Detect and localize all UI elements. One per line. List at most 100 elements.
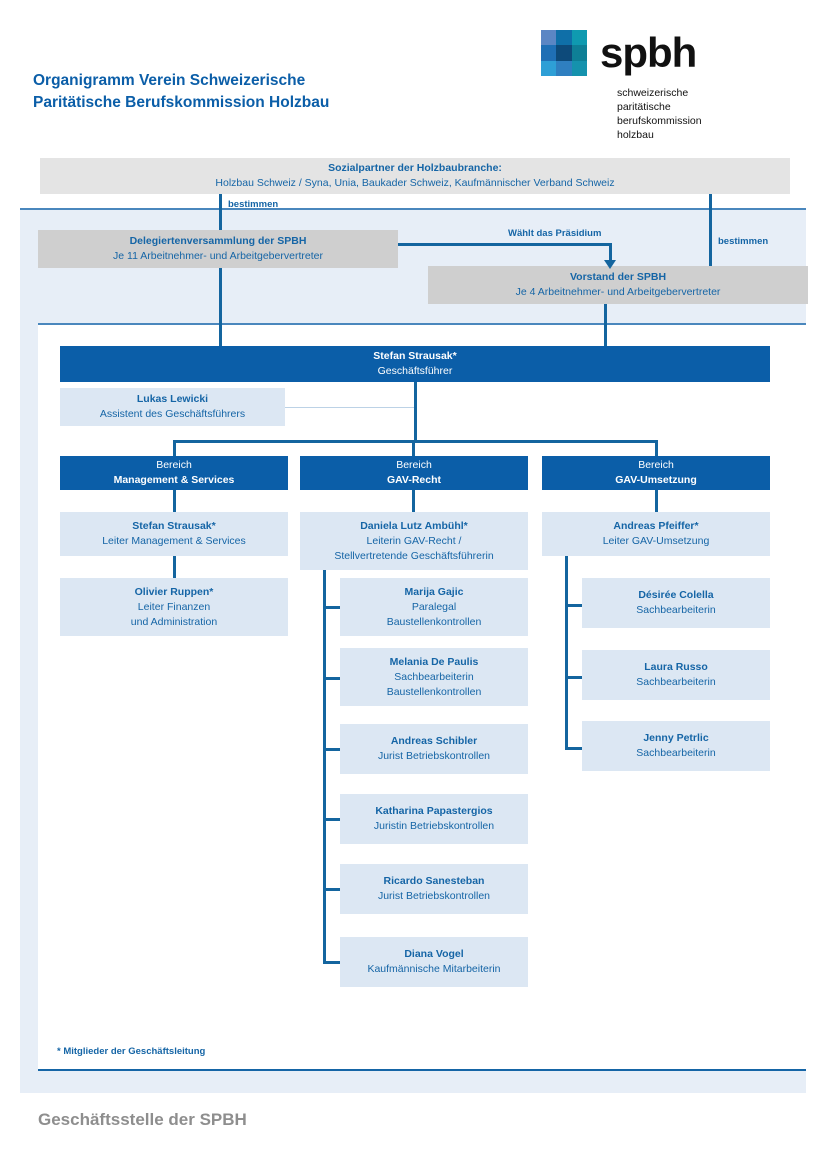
node-vorstand[interactable]: Vorstand der SPBH Je 4 Arbeitnehmer- und… <box>428 266 808 304</box>
node-leiter-management-services[interactable]: Stefan Strausak* Leiter Management & Ser… <box>60 512 288 556</box>
staff-2-2-role-1: Sachbearbeiterin <box>394 670 474 683</box>
node-assistent[interactable]: Lukas Lewicki Assistent des Geschäftsfüh… <box>60 388 285 426</box>
node-sozialpartner[interactable]: Sozialpartner der Holzbaubranche: Holzba… <box>40 158 790 194</box>
leiter-1-name: Stefan Strausak* <box>132 520 216 532</box>
node-melania-de-paulis[interactable]: Melania De Paulis Sachbearbeiterin Baust… <box>340 648 528 706</box>
edge-label-bestimmen-right: bestimmen <box>718 236 769 247</box>
bereich-1-label: Bereich <box>156 459 192 471</box>
bereich-2-label: Bereich <box>396 459 432 471</box>
connector-col2-stub-3 <box>323 748 341 751</box>
logo-cell-3 <box>571 30 587 46</box>
logo-grid-icon <box>541 30 587 76</box>
connector-col2-stub-6 <box>323 961 341 964</box>
node-andreas-schibler[interactable]: Andreas Schibler Jurist Betriebskontroll… <box>340 724 528 774</box>
node-delegiertenversammlung[interactable]: Delegiertenversammlung der SPBH Je 11 Ar… <box>38 230 398 268</box>
spbh-logo: spbh schweizerische paritätische berufsk… <box>541 30 791 142</box>
staff-1-1-name: Olivier Ruppen* <box>134 585 214 598</box>
vorstand-title: Vorstand der SPBH <box>569 271 667 283</box>
node-desiree-colella[interactable]: Désirée Colella Sachbearbeiterin <box>582 578 770 628</box>
staff-2-3-role-1: Jurist Betriebskontrollen <box>377 750 491 762</box>
node-bereich-management-services[interactable]: Bereich Management & Services <box>60 456 288 490</box>
sozialpartner-title: Sozialpartner der Holzbaubranche: <box>328 162 502 174</box>
node-jenny-petrlic[interactable]: Jenny Petrlic Sachbearbeiterin <box>582 721 770 771</box>
node-laura-russo[interactable]: Laura Russo Sachbearbeiterin <box>582 650 770 700</box>
connector-vorstand-down <box>604 304 607 346</box>
connector-bereich1-to-lead <box>173 490 176 512</box>
node-marija-gajic[interactable]: Marija Gajic Paralegal Baustellenkontrol… <box>340 578 528 636</box>
leiter-1-role-1: Leiter Management & Services <box>102 535 246 547</box>
connector-delegierten-down <box>219 268 222 346</box>
staff-2-2-role-2: Baustellenkontrollen <box>386 685 482 698</box>
bereich-3-name: GAV-Umsetzung <box>615 474 697 486</box>
connector-col2-spine <box>323 570 326 964</box>
leiter-2-role-2: Stellvertretende Geschäftsführerin <box>334 549 494 562</box>
staff-3-3-name: Jenny Petrlic <box>643 732 709 744</box>
leiter-3-name: Andreas Pfeiffer* <box>613 520 699 532</box>
connector-sozialpartner-to-delegierten <box>219 194 222 236</box>
connector-leiter1-to-staff <box>173 556 176 578</box>
node-bereich-gav-recht[interactable]: Bereich GAV-Recht <box>300 456 528 490</box>
page-title-line-1: Organigramm Verein Schweizerische <box>33 72 306 89</box>
node-leiterin-gav-recht[interactable]: Daniela Lutz Ambühl* Leiterin GAV-Recht … <box>300 512 528 570</box>
connector-bereich3-to-lead <box>655 490 658 512</box>
connector-sozialpartner-to-vorstand <box>709 194 712 270</box>
staff-2-4-role-1: Juristin Betriebskontrollen <box>373 820 495 832</box>
node-leiter-gav-umsetzung[interactable]: Andreas Pfeiffer* Leiter GAV-Umsetzung <box>542 512 770 556</box>
node-olivier-ruppen[interactable]: Olivier Ruppen* Leiter Finanzen und Admi… <box>60 578 288 636</box>
connector-col3-stub-3 <box>565 747 583 750</box>
staff-2-1-role-1: Paralegal <box>411 600 457 613</box>
staff-2-6-name: Diana Vogel <box>404 948 464 960</box>
logo-cell-1 <box>541 30 557 46</box>
connector-col3-spine <box>565 556 568 750</box>
edge-label-bestimmen-left: bestimmen <box>228 199 279 210</box>
bereich-2-name: GAV-Recht <box>386 474 442 486</box>
staff-2-5-name: Ricardo Sanesteban <box>383 875 485 887</box>
staff-3-2-name: Laura Russo <box>644 661 708 673</box>
leiter-2-role-1: Leiterin GAV-Recht / <box>366 534 462 547</box>
bereich-1-name: Management & Services <box>113 474 235 486</box>
logo-cell-8 <box>556 60 572 76</box>
leiter-2-name: Daniela Lutz Ambühl* <box>360 519 468 532</box>
bereich-3-label: Bereich <box>638 459 674 471</box>
connector-bereich2-to-lead <box>412 490 415 512</box>
staff-3-1-name: Désirée Colella <box>638 589 714 601</box>
logo-subtitle: schweizerische paritätische berufskommis… <box>617 86 791 142</box>
gf-name: Stefan Strausak* <box>373 350 457 362</box>
node-geschaeftsfuehrer[interactable]: Stefan Strausak* Geschäftsführer <box>60 346 770 382</box>
staff-3-2-role-1: Sachbearbeiterin <box>636 676 716 688</box>
staff-1-1-role-2: und Administration <box>130 615 218 628</box>
connector-delegierten-to-vorstand-vertical <box>609 243 612 262</box>
leiter-3-role-1: Leiter GAV-Umsetzung <box>602 535 710 547</box>
staff-2-3-name: Andreas Schibler <box>390 735 478 747</box>
logo-cell-9 <box>571 60 587 76</box>
connector-bus-to-bereich-2 <box>412 440 415 458</box>
logo-subtitle-line-4: holzbau <box>617 129 654 141</box>
divider-bottom <box>38 1069 806 1071</box>
connector-col2-stub-5 <box>323 888 341 891</box>
staff-2-5-role-1: Jurist Betriebskontrollen <box>377 890 491 902</box>
page-title: Organigramm Verein Schweizerische Paritä… <box>33 70 513 114</box>
connector-bus-to-bereich-3 <box>655 440 658 458</box>
connector-col3-stub-2 <box>565 676 583 679</box>
logo-subtitle-line-1: schweizerische <box>617 87 689 99</box>
staff-2-4-name: Katharina Papastergios <box>375 805 493 817</box>
logo-wordmark: spbh <box>600 29 697 76</box>
node-ricardo-sanesteban[interactable]: Ricardo Sanesteban Jurist Betriebskontro… <box>340 864 528 914</box>
connector-bus-to-bereich-1 <box>173 440 176 458</box>
delegierten-title: Delegiertenversammlung der SPBH <box>129 235 307 247</box>
node-katharina-papastergios[interactable]: Katharina Papastergios Juristin Betriebs… <box>340 794 528 844</box>
staff-3-3-role-1: Sachbearbeiterin <box>636 747 716 759</box>
vorstand-subtitle: Je 4 Arbeitnehmer- und Arbeitgebervertre… <box>515 286 721 298</box>
logo-cell-2 <box>556 30 572 46</box>
logo-cell-6 <box>571 45 587 61</box>
node-bereich-gav-umsetzung[interactable]: Bereich GAV-Umsetzung <box>542 456 770 490</box>
bottom-caption: Geschäftsstelle der SPBH <box>38 1110 247 1129</box>
staff-2-1-role-2: Baustellenkontrollen <box>386 615 482 628</box>
arrow-down-vorstand <box>604 260 616 269</box>
node-diana-vogel[interactable]: Diana Vogel Kaufmännische Mitarbeiterin <box>340 937 528 987</box>
staff-2-2-name: Melania De Paulis <box>389 655 479 668</box>
connector-assistent-to-trunk <box>285 407 415 408</box>
gf-role: Geschäftsführer <box>377 365 453 377</box>
connector-delegierten-to-vorstand-horizontal <box>398 243 612 246</box>
divider-top <box>20 208 806 210</box>
